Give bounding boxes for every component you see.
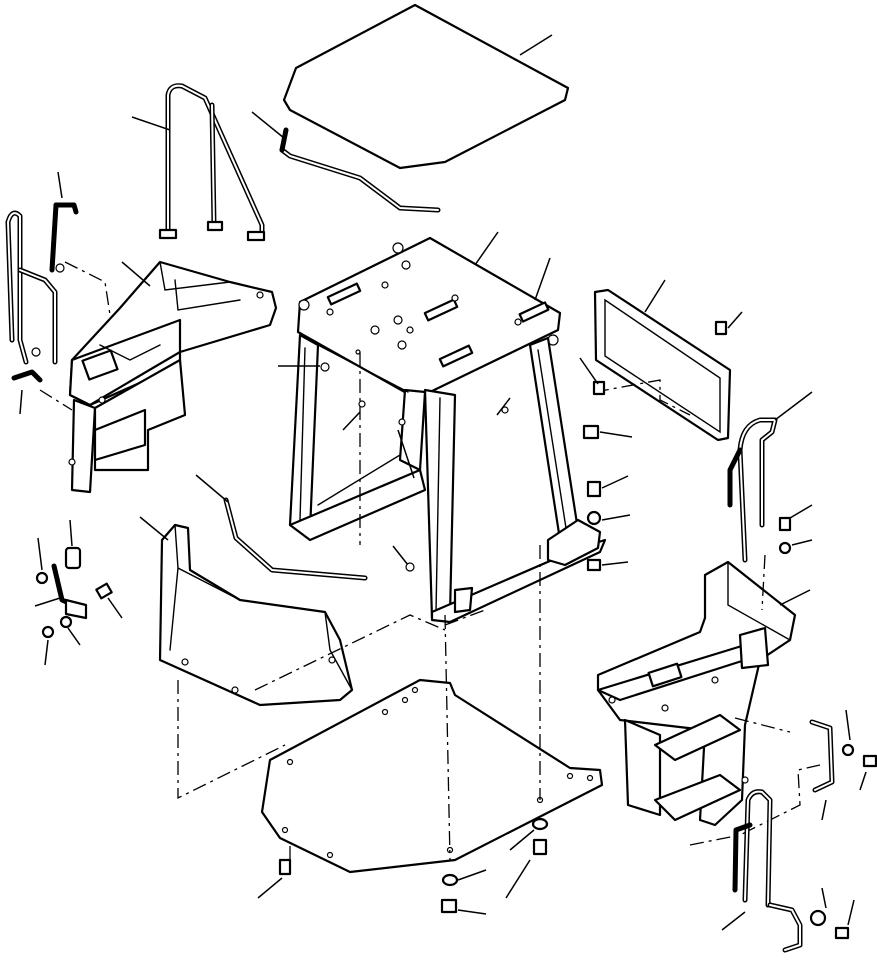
grab-handle-right (727, 391, 813, 563)
fasteners-right-group (582, 424, 633, 572)
handrail-right-lower (721, 709, 877, 953)
rear-window-frame (579, 279, 743, 442)
mirror-bracket-group (34, 519, 123, 666)
cowl-seal-strip (195, 474, 368, 581)
left-step-assembly (39, 260, 278, 494)
front-cowl-panel (139, 516, 354, 707)
right-step-assembly (596, 554, 821, 846)
floor-mat (177, 352, 604, 874)
roof-panel (282, 3, 570, 170)
roof-seal-strip (251, 111, 441, 213)
grab-rail-left-upper (131, 83, 266, 242)
handrail-left-outer (5, 171, 79, 415)
cab-frame (278, 231, 607, 624)
floor-fasteners (257, 817, 549, 915)
